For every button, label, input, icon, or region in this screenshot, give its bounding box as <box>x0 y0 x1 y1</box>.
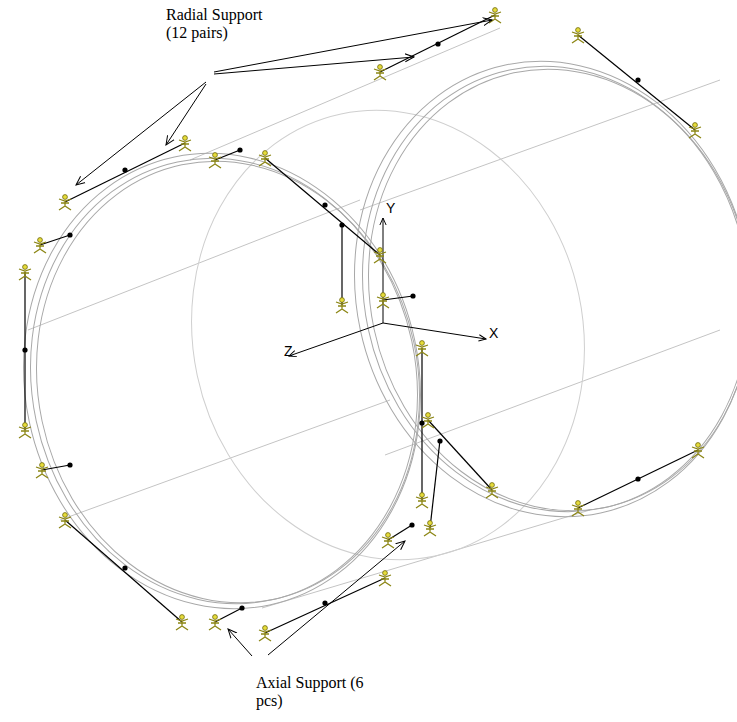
leader-arrows <box>76 20 492 656</box>
ground-symbols <box>19 8 704 641</box>
callout-label: Axial Support (6 pcs) <box>256 674 368 711</box>
support-links <box>25 15 698 633</box>
callout-label: Radial Support (12 pairs) <box>166 6 278 43</box>
axis-label: X <box>489 325 498 341</box>
support-dots <box>22 41 640 610</box>
front-ring <box>0 116 462 646</box>
axis-label: Y <box>386 200 395 216</box>
cylinder-outline <box>28 28 720 608</box>
axis-label: Z <box>284 343 293 359</box>
back-ring <box>313 24 737 554</box>
coordinate-axes <box>289 218 486 356</box>
